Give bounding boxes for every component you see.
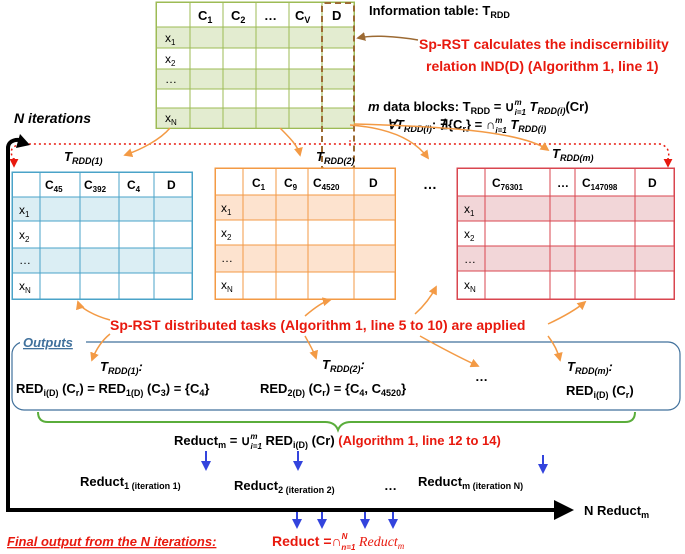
b2-col-4: D: [369, 176, 378, 190]
b1-col-3: C4: [127, 178, 141, 194]
info-row-1: x1: [165, 31, 176, 47]
up-arrow-4: [547, 300, 587, 325]
output-label-3: TRDD(m):: [567, 359, 613, 376]
reduct-iteration-ellipsis: …: [384, 478, 397, 493]
info-col-3: …: [264, 8, 277, 23]
bm-col-2: …: [557, 176, 569, 190]
block-table-1: C45 C392 C4 D x1 x2 … xN: [11, 171, 193, 300]
b2-col-3: C4520: [313, 176, 340, 192]
b1-col-1: C45: [45, 178, 63, 194]
info-col-4: CV: [295, 8, 310, 25]
info-table-title: Information table: TRDD: [369, 3, 510, 20]
bm-row-2: x2: [464, 227, 475, 243]
up-arrow-1: [76, 300, 111, 321]
indiscernibility-note-line1: Sp-RST calculates the indiscernibility: [419, 36, 669, 52]
decision-column-highlight: [321, 2, 355, 170]
information-table: C1 C2 … CV D x1 x2 … xN: [155, 1, 355, 170]
final-output-label: Final output from the N iterations:: [7, 534, 216, 549]
split-arrow-2: [279, 127, 303, 157]
distributed-tasks-note: Sp-RST distributed tasks (Algorithm 1, l…: [110, 317, 525, 333]
info-row-3: …: [165, 72, 177, 86]
brown-arrow: [356, 32, 419, 41]
red-output-1: REDi(D) (Cr) = RED1(D) (C3) = {C4}: [16, 381, 209, 398]
b1-row-2: x2: [19, 228, 30, 244]
down-arrow-4: [547, 335, 563, 362]
block-label-2: TRDD(2): [316, 149, 354, 166]
info-col-1: C1: [198, 8, 212, 25]
reduct-iteration-n: Reductm (iteration N): [418, 474, 523, 491]
indiscernibility-note-line2: relation IND(D) (Algorithm 1, line 1): [426, 58, 659, 74]
b2-row-2: x2: [221, 226, 232, 242]
loop-arrowhead: [16, 134, 30, 148]
outputs-ellipsis: …: [475, 369, 488, 384]
n-iterations-label: N iterations: [14, 110, 91, 126]
info-col-2: C2: [231, 8, 245, 25]
up-arrow-3: [414, 285, 437, 315]
block-label-3: TRDD(m): [552, 146, 593, 163]
info-col-5: D: [332, 8, 341, 23]
b2-col-1: C1: [252, 176, 266, 192]
info-table-header: C1 C2 … CV D: [198, 8, 341, 25]
b2-row-3: …: [221, 251, 233, 265]
b1-col-2: C392: [84, 178, 107, 194]
b1-row-1: x1: [19, 203, 30, 219]
info-table-rows: x1 x2 … xN: [165, 31, 177, 127]
b2-row-4: xN: [221, 278, 233, 294]
output-label-1: TRDD(1):: [100, 359, 143, 376]
split-arrow-1: [123, 127, 171, 157]
block-table-2: C1 C9 C4520 D x1 x2 … xN: [214, 167, 396, 300]
outputs-heading: Outputs: [23, 335, 73, 350]
n-reduct-label: N Reductm: [584, 503, 649, 520]
block-table-m: C76301 … C147098 D x1 x2 … xN: [456, 167, 675, 300]
green-brace: [37, 411, 636, 433]
b1-col-4: D: [167, 178, 176, 192]
info-row-4: xN: [165, 111, 177, 127]
down-arrow-1: [90, 333, 111, 362]
down-arrow-3: [419, 335, 480, 368]
red-output-2: RED2(D) (Cr) = {C4, C4520}: [260, 381, 406, 398]
output-label-2: TRDD(2):: [322, 357, 365, 374]
bm-row-1: x1: [464, 202, 475, 218]
reduct-iteration-1: Reduct1 (iteration 1): [80, 474, 181, 491]
b2-row-1: x1: [221, 201, 232, 217]
blocks-ellipsis: …: [423, 176, 437, 192]
split-arrow-4: [353, 123, 550, 152]
info-row-2: x2: [165, 52, 176, 68]
down-arrow-2: [304, 335, 318, 360]
block-label-1: TRDD(1): [64, 149, 102, 166]
bm-col-3: C147098: [582, 176, 618, 192]
b1-row-4: xN: [19, 279, 31, 295]
split-arrow-3: [349, 124, 430, 160]
b2-col-2: C9: [284, 176, 298, 192]
bm-col-1: C76301: [492, 176, 523, 192]
bm-col-4: D: [648, 176, 657, 190]
outputs-box: [11, 341, 681, 411]
up-arrow-2: [304, 297, 332, 317]
bm-row-3: …: [464, 252, 476, 266]
bm-row-4: xN: [464, 278, 476, 294]
reduct-iteration-2: Reduct2 (iteration 2): [234, 478, 335, 495]
red-output-m: REDi(D) (Cr): [566, 383, 634, 400]
b1-row-3: …: [19, 253, 31, 267]
